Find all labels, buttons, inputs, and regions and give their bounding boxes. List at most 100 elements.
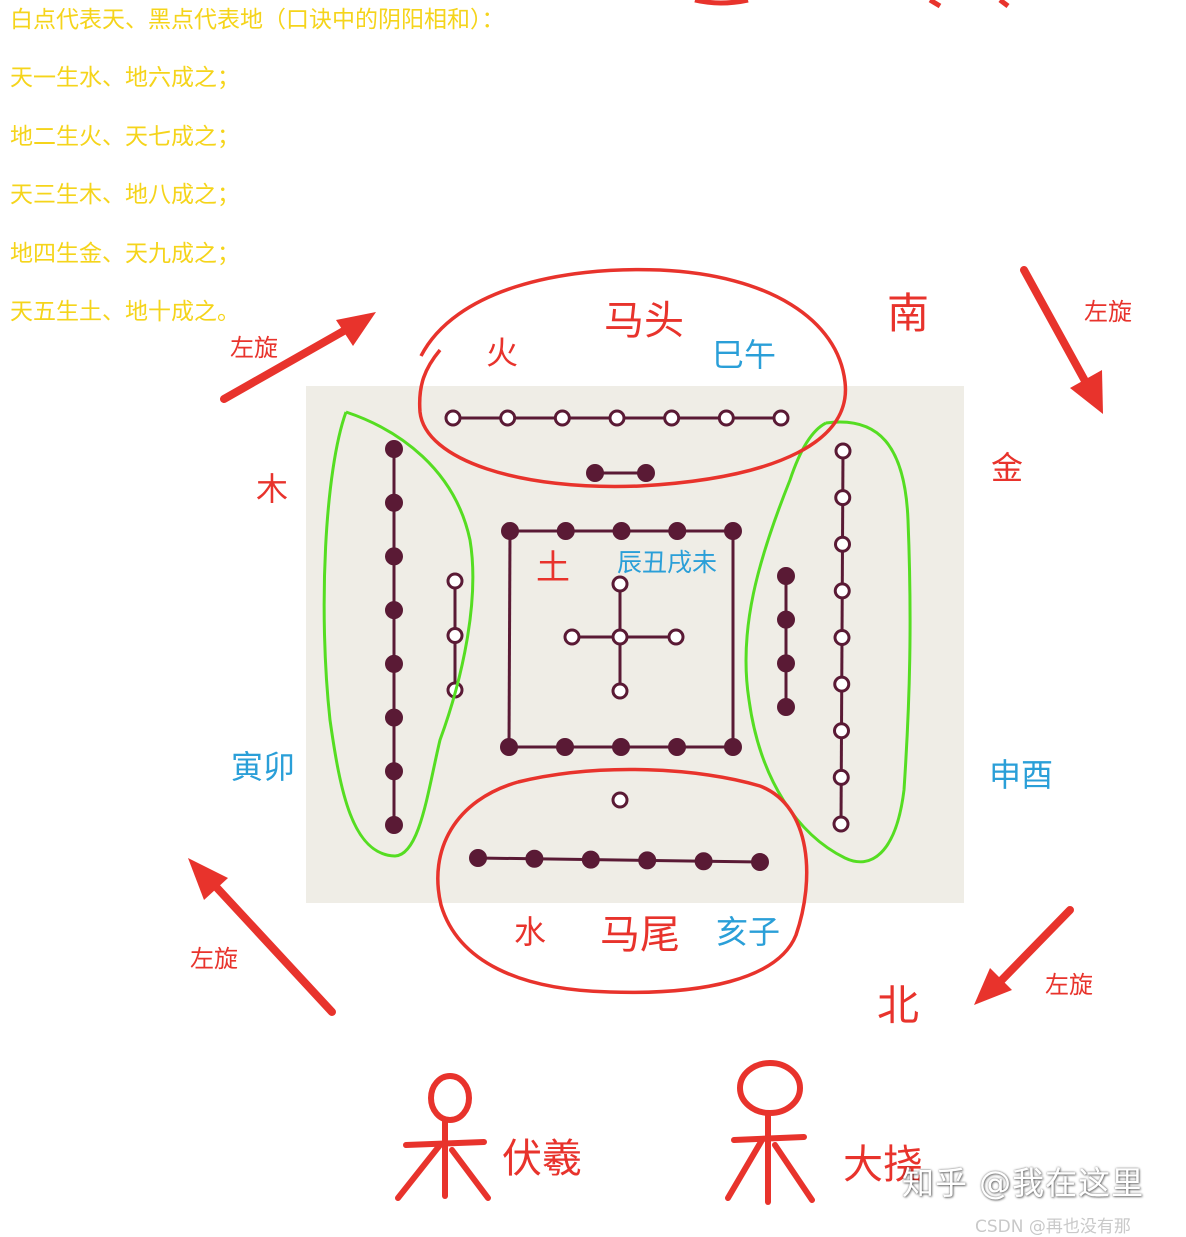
black-dot [385,601,403,620]
label-si-wu: 巳午 [712,336,776,374]
white-dot [446,572,464,590]
white-dot [717,409,735,427]
white-dot [499,409,517,427]
intro-line: 白点代表天、黑点代表地（口诀中的阴阳相和）： [10,7,505,33]
label-shen-you: 申酉 [989,756,1053,794]
black-dot [385,816,403,834]
diagram-card [306,386,964,903]
top-white-dots [444,409,790,427]
black-dot [612,522,631,540]
black-dot [668,522,687,540]
label-water: 水 [514,913,546,951]
black-dot [385,708,403,727]
label-metal: 金 [991,449,1023,487]
arrow-bottom-left [188,858,336,1016]
right-white-dots [832,442,852,833]
white-dot [833,582,851,600]
black-dot [469,849,487,867]
black-dot [385,547,403,566]
fuxi-figure-icon [395,1073,491,1201]
label-earth: 土 [536,548,570,588]
white-dot [611,575,629,593]
right-black-dots [777,567,795,716]
black-dot [724,738,742,756]
white-dot [833,722,850,740]
arrow-top-right [1020,266,1103,414]
black-dot [500,738,518,756]
black-dot [385,762,403,781]
intro-text-block: 白点代表天、黑点代表地（口诀中的阴阳相和）： 天一生水、地六成之； 地二生火、天… [10,6,505,356]
black-dot [724,522,742,540]
horse-tail-red-loop [436,767,809,995]
black-dot [586,464,604,482]
black-dot [501,522,519,540]
top-black-dots [586,464,655,482]
danao-figure-icon [725,1060,815,1205]
intro-line: 天五生土、地十成之。 [10,298,240,325]
white-dot [833,675,851,693]
black-dot [556,522,575,540]
intro-line: 地四生金、天九成之； [10,240,240,267]
center-cross-dots [563,575,685,700]
bottom-black-dots [469,849,769,871]
white-dot [611,628,629,646]
white-dot [608,409,626,427]
white-dot [446,627,464,644]
top-red-mark [928,0,942,9]
black-dot [777,654,795,673]
black-dot [694,852,713,871]
label-chen-chou-xu-wei: 辰丑戌未 [617,548,717,577]
black-dot [525,849,544,868]
black-dot [777,610,795,629]
intro-line: 天三生木、地八成之； [10,182,240,209]
label-fuxi: 伏羲 [502,1136,582,1182]
arrow-label-bottom-left: 左旋 [190,945,238,973]
white-dot [563,628,581,646]
white-dot [833,629,851,646]
arrow-label-top-right: 左旋 [1084,298,1132,326]
white-dot [834,442,852,460]
black-dot [385,440,403,458]
label-north: 北 [877,981,919,1030]
black-dot [777,567,795,585]
white-dot [832,815,850,833]
label-yin-mao: 寅卯 [231,748,295,786]
bottom-white-dots [611,791,629,809]
label-south: 南 [887,289,929,338]
black-dot [638,851,657,870]
white-dot [667,628,685,646]
white-dot [832,768,850,786]
black-dot [637,464,655,482]
white-dot [444,409,462,427]
black-dot [751,853,769,871]
arrow-label-bottom-right: 左旋 [1045,971,1093,999]
label-hai-zi: 亥子 [716,913,780,951]
white-dot [553,409,571,427]
black-dot [385,654,403,673]
label-fire: 火 [486,334,518,372]
black-dot [556,738,574,756]
white-dot [663,409,681,427]
label-wood: 木 [256,470,288,508]
white-dot [611,791,629,809]
center-top-dots [501,522,742,540]
intro-line: 天一生水、地六成之； [10,65,240,92]
intro-line: 地二生火、天七成之； [10,123,240,150]
label-danao: 大挠 [843,1142,923,1188]
label-horse-head: 马头 [604,298,684,344]
top-red-mark [998,0,1010,8]
white-dot [834,535,851,553]
black-dot [385,493,403,512]
csdn-watermark: CSDN @再也没有那 [975,1217,1131,1237]
wood-green-loop [322,410,475,858]
top-red-mark [694,0,749,6]
black-dot [581,850,600,869]
black-dot [668,738,686,756]
white-dot [772,409,790,427]
zhihu-watermark: 知乎 @我在这里 [902,1164,1145,1202]
label-horse-tail: 马尾 [600,912,680,958]
arrow-label-top-left: 左旋 [230,334,278,362]
arrow-bottom-right [974,906,1074,1005]
black-dot [612,738,630,756]
